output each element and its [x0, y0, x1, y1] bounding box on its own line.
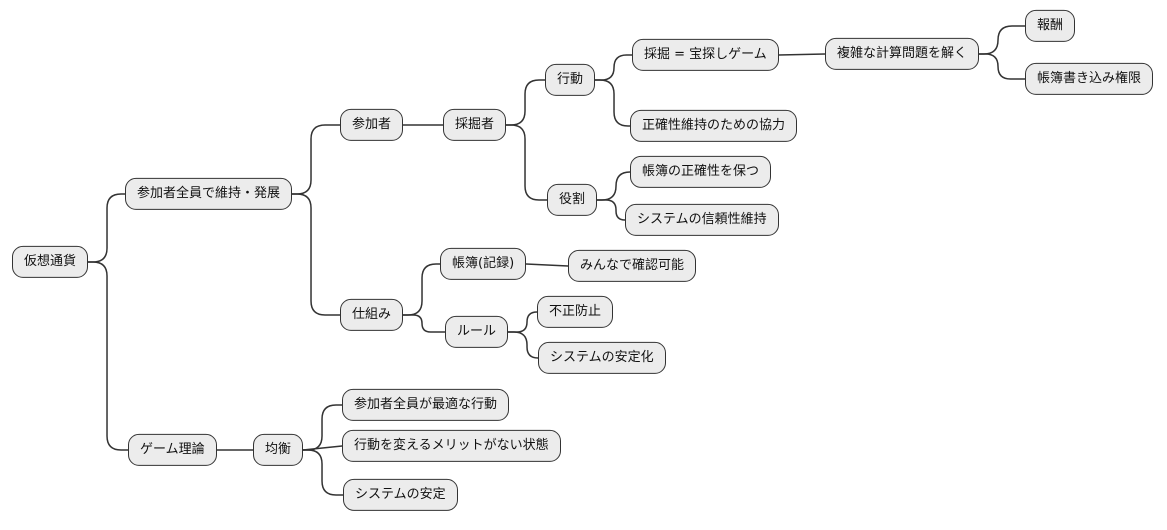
node-ledger-permission: 帳簿書き込み権限: [1025, 62, 1154, 96]
node-root: 仮想通貨: [12, 245, 89, 279]
node-action: 行動: [545, 63, 596, 97]
edge-connector: [507, 331, 539, 359]
node-everyone-verify: みんなで確認可能: [568, 249, 697, 283]
node-rules: ルール: [445, 315, 509, 349]
edge-connector: [594, 79, 631, 127]
node-system-stability: システムの安定: [343, 478, 458, 512]
node-participants: 参加者: [340, 108, 404, 142]
edge-connector: [402, 314, 446, 333]
node-miner: 採掘者: [443, 108, 507, 142]
node-solve-problems: 複雑な計算問題を解く: [825, 37, 980, 71]
edge-connector: [87, 193, 126, 263]
node-no-merit-change: 行動を変えるメリットがない状態: [342, 429, 561, 463]
node-game-theory: ゲーム理論: [128, 433, 217, 467]
node-reward: 報酬: [1025, 9, 1076, 43]
node-ledger-accuracy: 帳簿の正確性を保つ: [630, 155, 772, 189]
node-cooperation: 正確性維持のための協力: [630, 109, 798, 143]
node-maintain-develop: 参加者全員で維持・発展: [125, 177, 293, 211]
edge-connector: [594, 54, 633, 81]
edge-connector: [778, 53, 826, 56]
edge-connector: [978, 53, 1026, 80]
edge-connector: [291, 124, 341, 195]
edge-connector: [507, 311, 538, 333]
edge-connector: [525, 263, 569, 267]
node-role: 役割: [547, 183, 598, 217]
edge-connector: [505, 79, 546, 126]
node-optimal-action: 参加者全員が最適な行動: [342, 388, 510, 422]
edge-connector: [596, 199, 626, 221]
node-mechanism: 仕組み: [340, 298, 404, 332]
edge-connector: [291, 193, 341, 316]
node-ledger-record: 帳簿(記録): [440, 247, 527, 281]
edge-connector: [978, 25, 1026, 55]
node-system-stabilization: システムの安定化: [538, 341, 666, 375]
node-fraud-prevention: 不正防止: [537, 295, 614, 329]
node-equilibrium: 均衡: [253, 433, 304, 467]
node-mining-game: 採掘 = 宝探しゲーム: [632, 38, 779, 72]
edge-connector: [505, 124, 548, 201]
edge-connector: [302, 404, 343, 451]
edge-connector: [596, 171, 631, 201]
edge-connector: [87, 261, 129, 451]
edge-connector: [302, 449, 344, 496]
edge-connector: [402, 263, 441, 316]
node-system-reliability: システムの信頼性維持: [625, 203, 779, 237]
